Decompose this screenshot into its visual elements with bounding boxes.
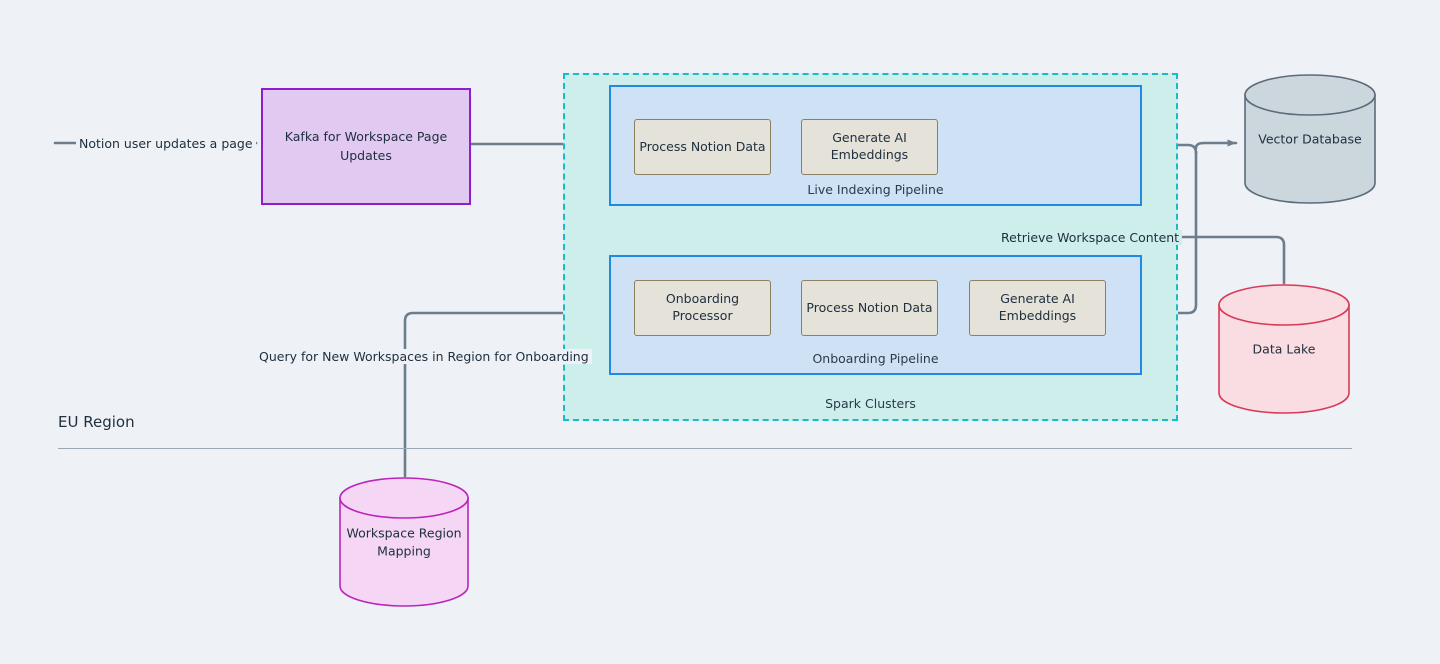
task-onboarding-processor[interactable]: Onboarding Processor [634,280,771,336]
task-label: Process Notion Data [806,299,933,315]
task-label: Generate AI Embeddings [830,130,909,162]
cylinder-shape [1218,284,1350,414]
task-label: Onboarding Processor [665,291,740,323]
task-label: Process Notion Data [639,138,766,154]
eu-region-divider [58,448,1352,449]
task-label: Generate AI Embeddings [998,291,1077,323]
task-process-notion-data-onboarding[interactable]: Process Notion Data [801,280,938,336]
onboarding-pipeline-label: Onboarding Pipeline [812,351,939,366]
kafka-node[interactable]: Kafka for Workspace Page Updates [261,88,471,205]
cylinder-shape [1244,74,1376,204]
eu-region-title: EU Region [58,413,135,431]
edge-label-notion-user-updates: Notion user updates a page [76,136,256,151]
live-indexing-pipeline-label: Live Indexing Pipeline [807,182,944,197]
wire-join-to-vector-db [1194,139,1238,150]
data-lake-node[interactable]: Data Lake [1217,283,1351,415]
edge-label-retrieve-workspace-content: Retrieve Workspace Content [998,230,1183,245]
task-process-notion-data-live[interactable]: Process Notion Data [634,119,771,175]
task-generate-ai-embeddings-live[interactable]: Generate AI Embeddings [801,119,938,175]
kafka-node-label: Kafka for Workspace Page Updates [284,128,448,163]
wire-datalake-to-retrieve-label [1164,235,1286,285]
spark-clusters-label: Spark Clusters [825,396,916,411]
task-generate-ai-embeddings-onboarding[interactable]: Generate AI Embeddings [969,280,1106,336]
cylinder-shape [339,477,469,607]
workspace-region-mapping-node[interactable]: Workspace Region Mapping [338,476,470,608]
edge-label-query-new-workspaces: Query for New Workspaces in Region for O… [256,349,592,364]
vector-database-node[interactable]: Vector Database [1243,73,1377,205]
